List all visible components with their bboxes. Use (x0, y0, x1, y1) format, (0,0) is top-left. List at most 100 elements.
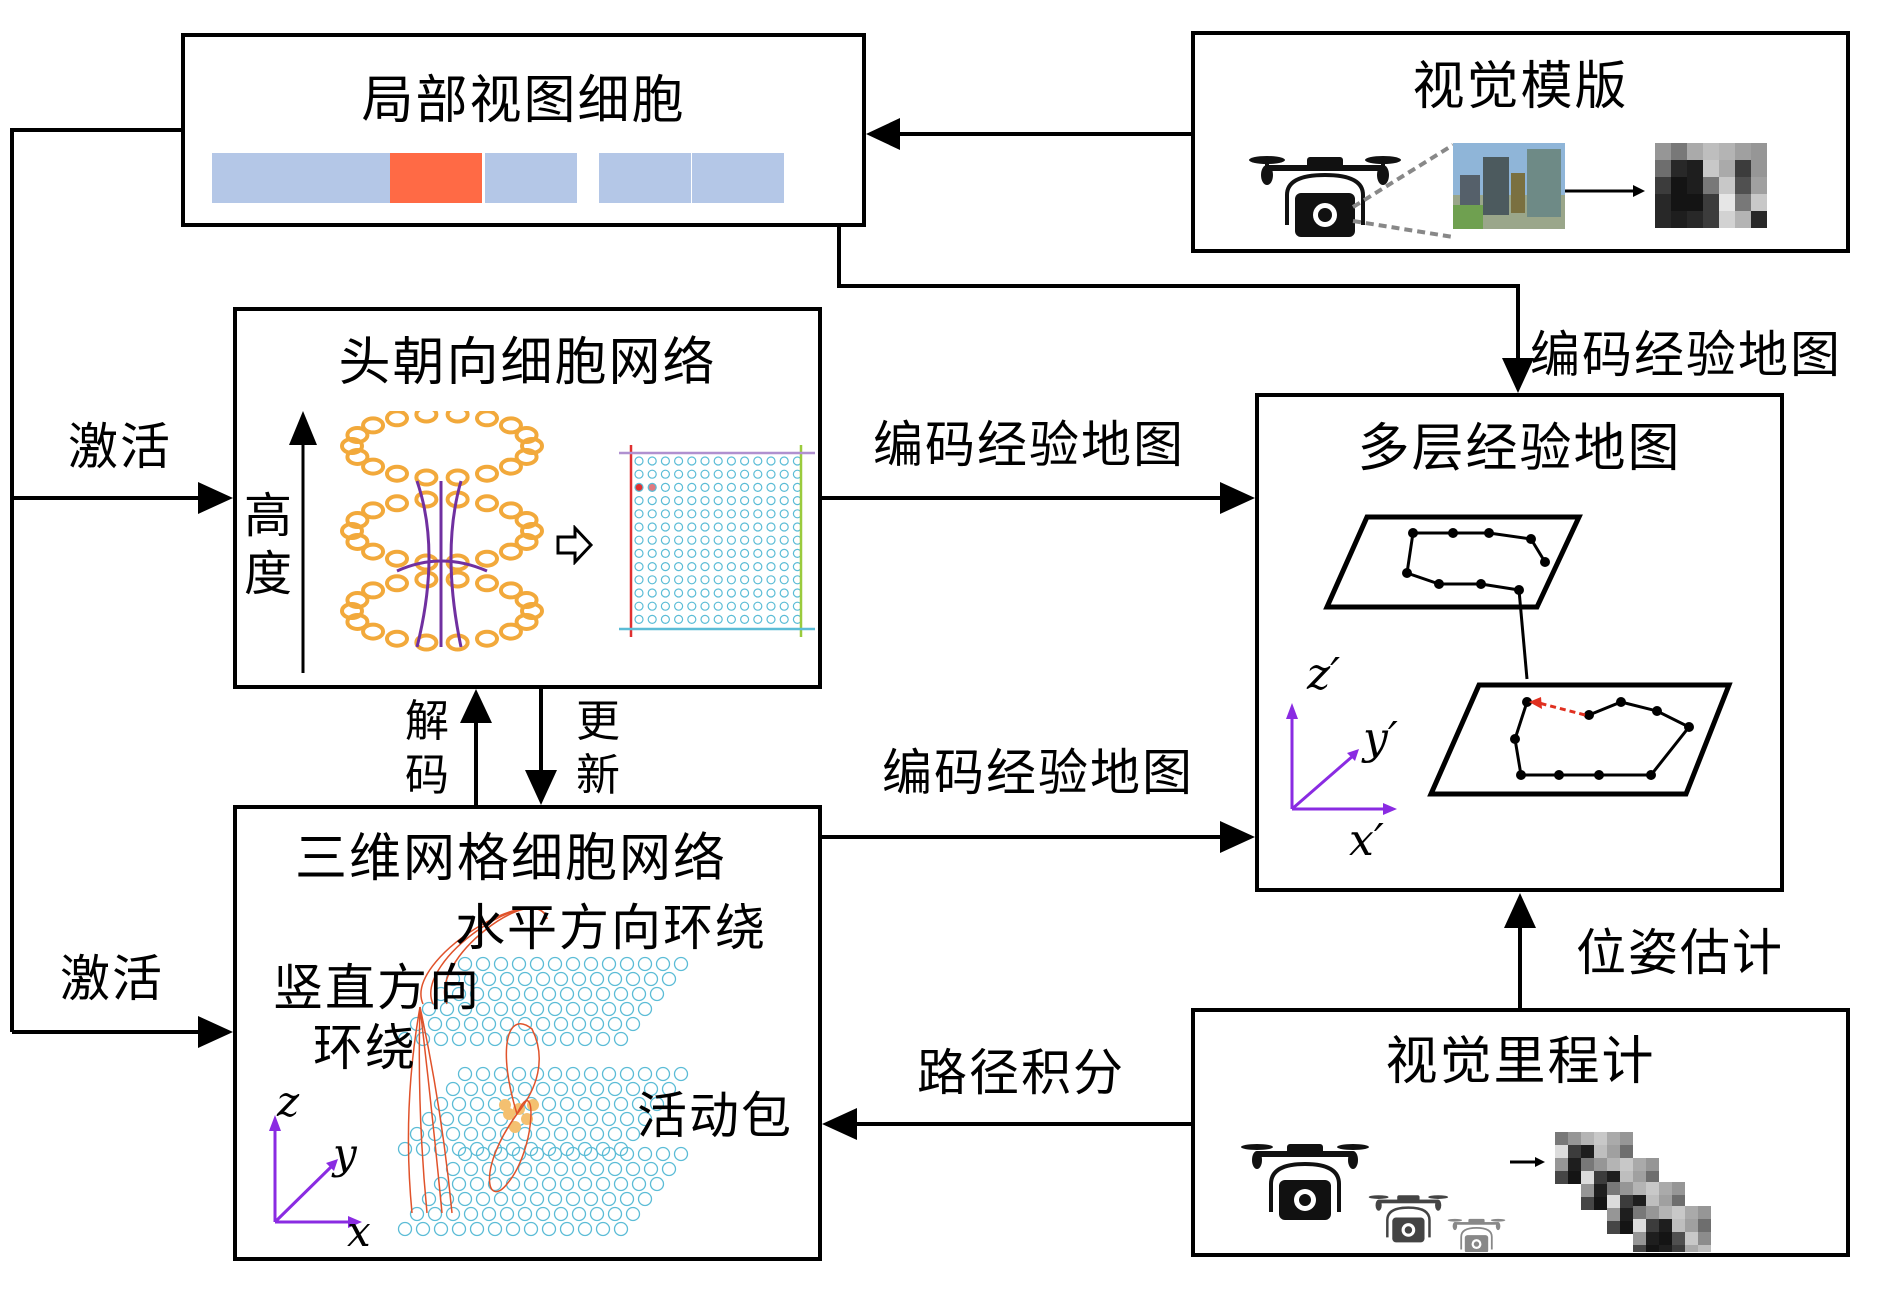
hd-grid-cell (647, 548, 657, 559)
hd-cell (498, 622, 523, 641)
hd-cell (385, 464, 409, 483)
hd-grid-cell (740, 548, 750, 559)
hd-grid-cell (766, 522, 776, 532)
template-pixel (1703, 160, 1719, 177)
visual-template-title: 视觉模版 (1412, 57, 1629, 117)
path-integration-arrow-head (822, 1108, 857, 1140)
grid-cell (631, 986, 647, 1002)
grid-cell (637, 956, 653, 972)
hd-grid-cell (660, 548, 671, 559)
hd-grid-cell (673, 509, 684, 519)
hd-grid-cell (753, 482, 763, 493)
horizontal-wrap-link (407, 1006, 421, 1214)
grid-cell (589, 1016, 605, 1032)
visual-template-box: 视觉模版 (1191, 31, 1850, 253)
height-axis-arrow (289, 411, 317, 673)
grid-cell (511, 956, 527, 972)
grid-cell (499, 1206, 515, 1222)
packet-link (505, 1023, 540, 1115)
grid-cell (673, 956, 689, 972)
hd-grid-cell (766, 614, 776, 624)
hd-layer-link (396, 559, 488, 573)
grid-cell (613, 1176, 629, 1192)
template-pixel (1735, 177, 1751, 194)
hd-grid-cell (766, 601, 776, 611)
decode-label: 解码 (405, 696, 449, 801)
grid-cell (547, 1191, 563, 1207)
grid-cell (559, 1031, 575, 1047)
hd-grid-cell (700, 509, 710, 519)
hd-grid-cell (700, 456, 710, 466)
hd-grid-cell (673, 456, 684, 466)
template-pixel (1751, 194, 1767, 211)
grid-cell (469, 1096, 485, 1112)
hd-grid-cell (634, 561, 644, 572)
grid-cell (427, 1016, 443, 1032)
grid-cell (487, 1221, 503, 1237)
hd-grid-cell (634, 469, 644, 479)
hd-grid-cell (713, 588, 723, 598)
hd-grid-cell (766, 548, 776, 559)
update-label: 更新 (576, 696, 620, 801)
template-pixel (1687, 177, 1703, 194)
hd-grid-cell (700, 575, 710, 585)
grid-cell (643, 971, 659, 987)
hd-grid-cell (687, 456, 697, 466)
template-pixel (1719, 211, 1735, 228)
hd-grid-cell (713, 561, 723, 572)
grid-cell (547, 1066, 563, 1082)
local-view-cell-inactive (212, 153, 304, 203)
template-pixel (1719, 160, 1735, 177)
grid-cell (499, 1126, 515, 1142)
hd-grid-cell (700, 482, 710, 493)
grid-cell (595, 1176, 611, 1192)
grid-cell (529, 1191, 545, 1207)
local-view-cell-active (390, 153, 482, 203)
hd-grid-cell (634, 614, 644, 624)
height-axis-label: 高度 (243, 488, 292, 602)
grid-cell (613, 1096, 629, 1112)
hd-grid-cell (660, 509, 671, 519)
hd-grid-cell (779, 575, 789, 585)
grid-cell (601, 1191, 617, 1207)
template-pixel (1655, 143, 1671, 160)
hd-grid-cell (700, 561, 710, 572)
hd-grid-cell (726, 535, 737, 545)
axis-label-y-prime: y′ (1363, 713, 1398, 764)
encode-label-lvc: 编码经验地图 (1530, 326, 1842, 384)
grid-cell (655, 1146, 671, 1162)
grid-cell (553, 1016, 569, 1032)
grid-cell (577, 1031, 593, 1047)
hd-grid-cell (726, 548, 737, 559)
grid-cell (541, 986, 557, 1002)
hd-grid-cell (766, 575, 776, 585)
hd-grid-cell (660, 482, 671, 493)
layer-transition-link (1517, 589, 1529, 680)
grid-cell (625, 1206, 641, 1222)
grid-cell (415, 1221, 431, 1237)
template-pixel (1735, 143, 1751, 160)
grid-cell (481, 1081, 497, 1097)
grid-cell-network-box: 三维网格细胞网络 水平方向环绕 竖直方向 环绕 活动包 z y x (233, 805, 822, 1261)
grid-cell (535, 1126, 551, 1142)
hd-cell (514, 447, 539, 466)
template-pixel (1655, 177, 1671, 194)
hd-grid-cell (740, 614, 750, 624)
grid-cell (577, 1176, 593, 1192)
grid-cell (529, 956, 545, 972)
activate-arrow-hd-head (198, 482, 233, 514)
grid-cell (397, 1141, 413, 1157)
pose-estimation-label: 位姿估计 (1576, 924, 1784, 982)
grid-cell (625, 971, 641, 987)
visual-template-illustration (1249, 143, 1767, 239)
horizontal-wrap-link (419, 1006, 443, 1214)
hd-grid-cell (634, 535, 644, 545)
grid-cell (523, 1031, 539, 1047)
hd-grid-cell (687, 469, 697, 479)
template-pixel (1735, 194, 1751, 211)
grid-cell (445, 1016, 461, 1032)
hd-grid-cell (726, 588, 737, 598)
hd-grid-cell (660, 522, 671, 532)
grid-cell (535, 1206, 551, 1222)
grid-cell (571, 1206, 587, 1222)
